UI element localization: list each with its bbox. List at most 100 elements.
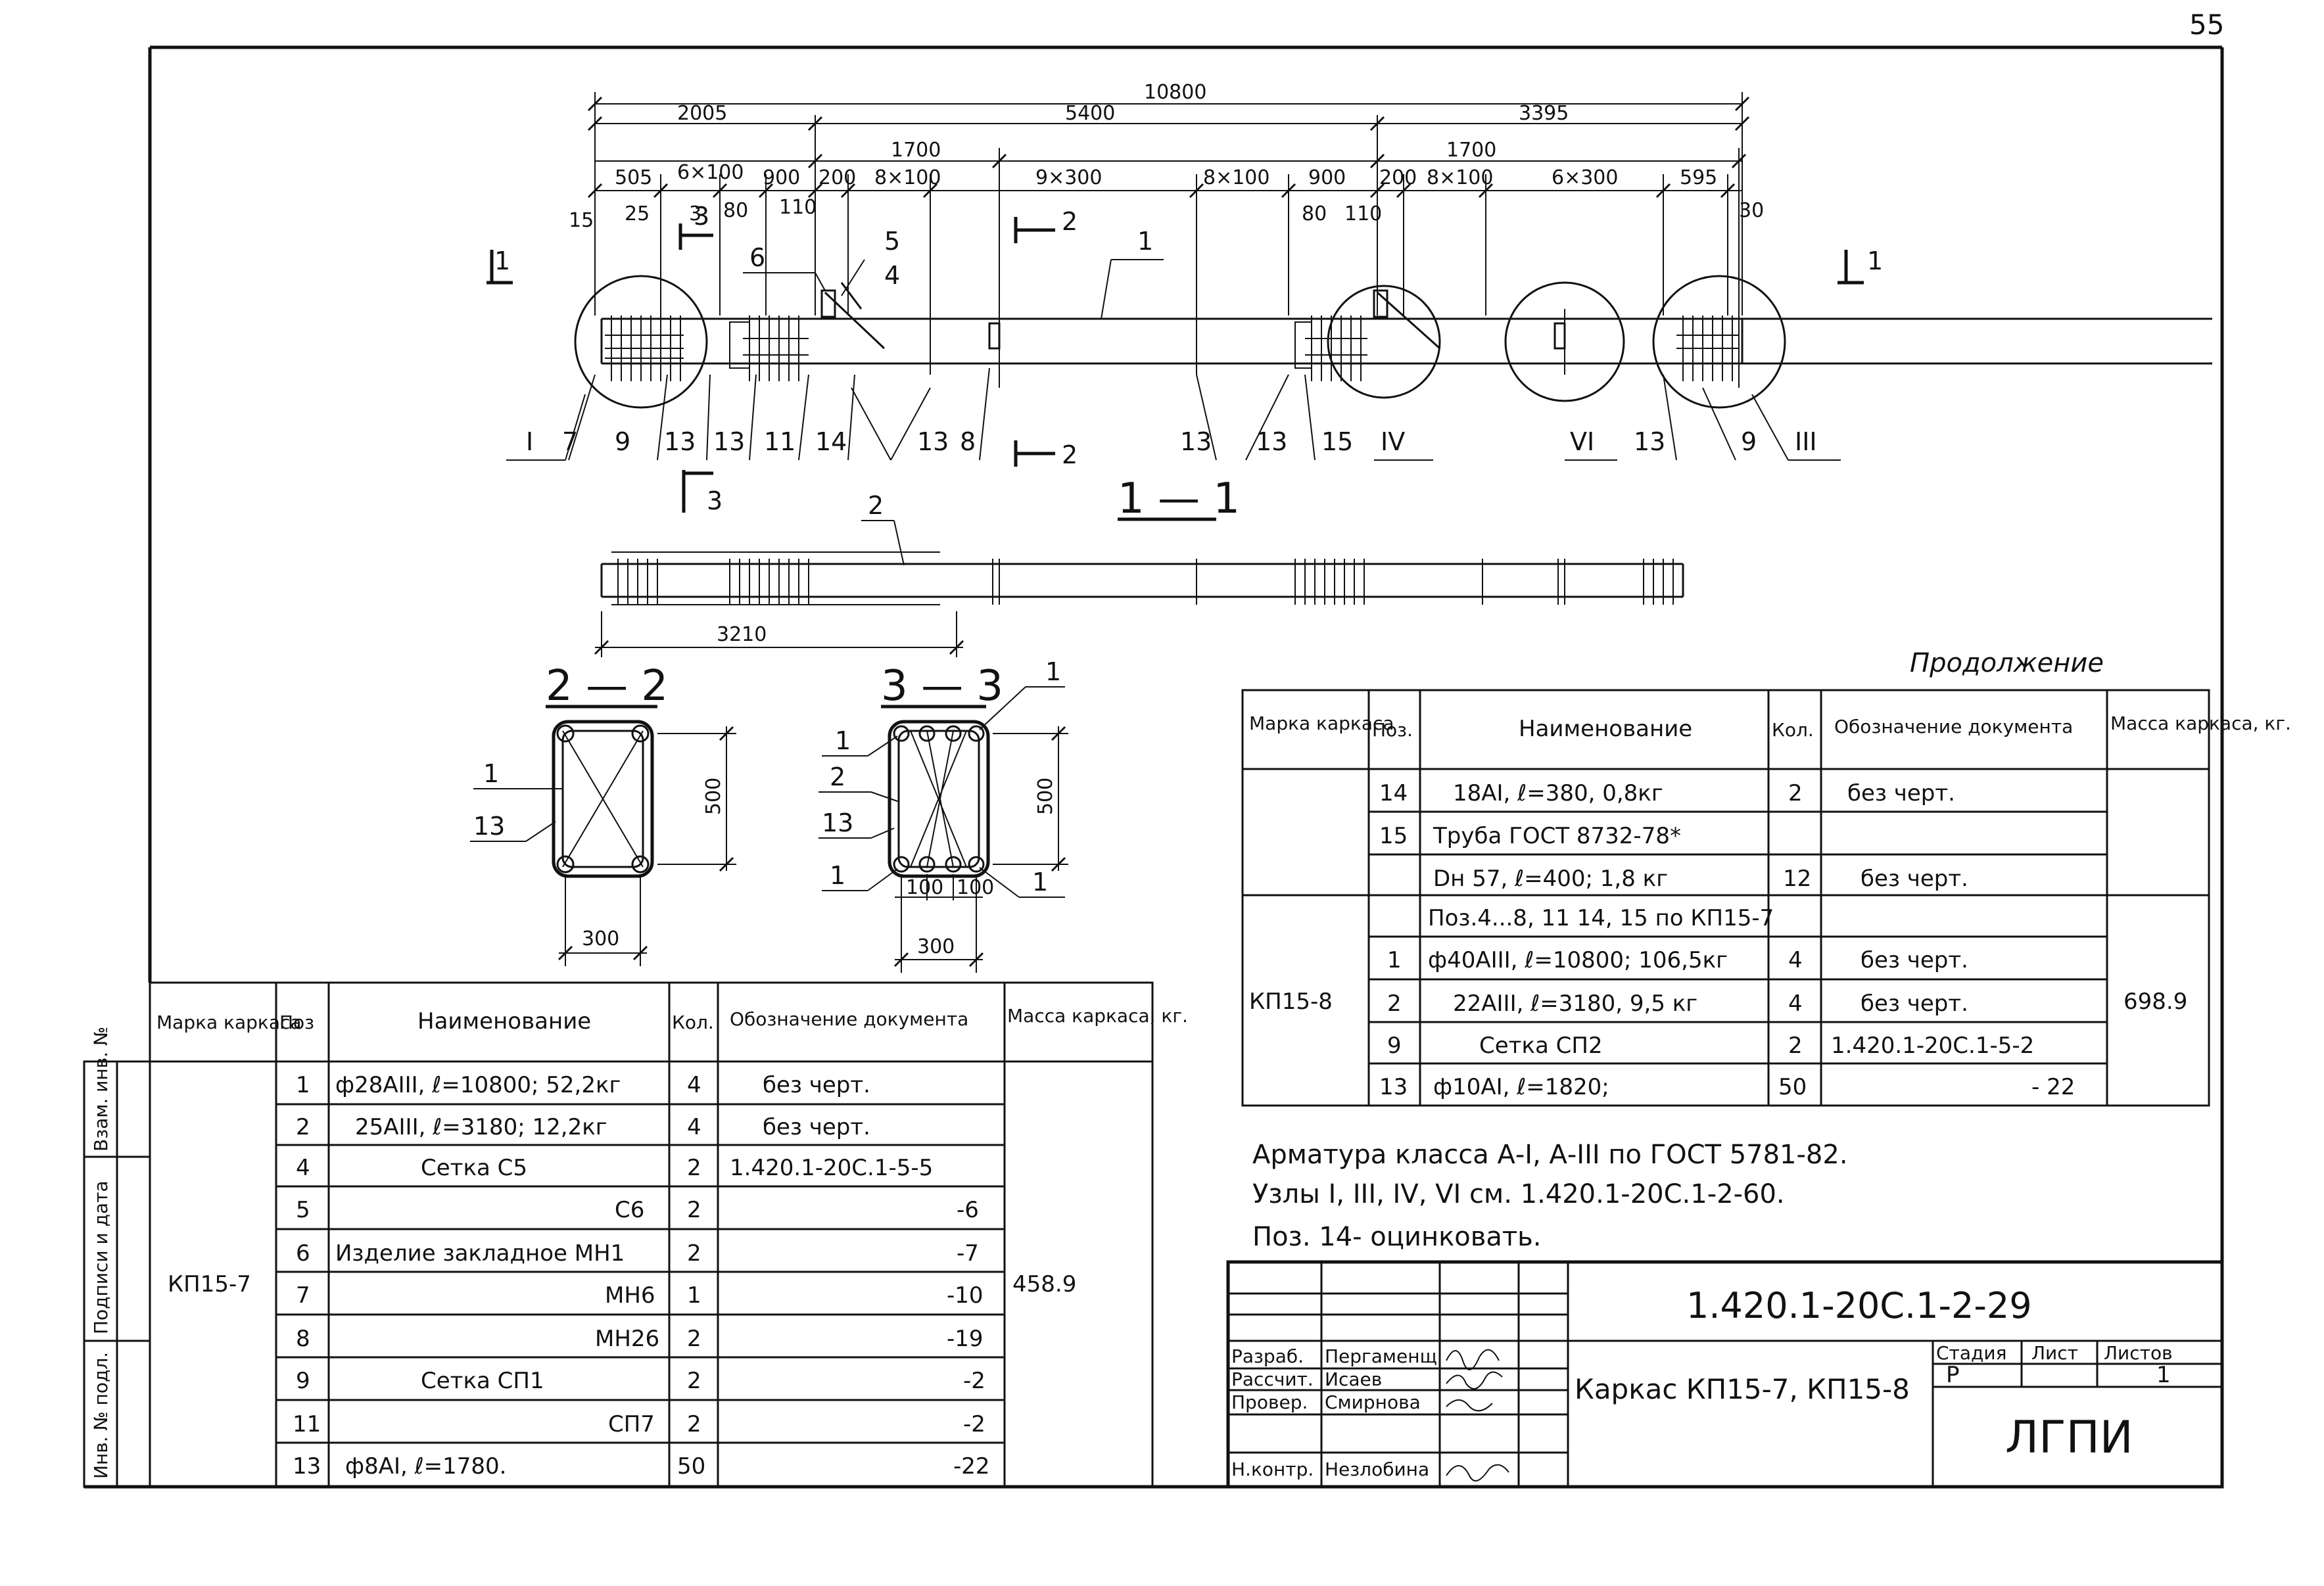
tl-row-10: 13 ф8АI, ℓ=1780. 50 -22 [293,1453,990,1480]
svg-text:3: 3 [707,486,723,515]
svg-text:- 22: - 22 [2031,1074,2075,1100]
callout-13e: 13 [1256,427,1287,456]
svg-text:Dн 57, ℓ=400; 1,8 кг: Dн 57, ℓ=400; 1,8 кг [1433,866,1668,892]
tr-row-4: Поз.4...8, 11 14, 15 по КП15-7 [1428,905,1774,931]
svg-text:2: 2 [1788,1033,1803,1059]
s33-callout-1-top-right: 1 [1045,657,1061,686]
dim-9x300: 9×300 [1035,166,1102,189]
node-label-IV: IV [1381,427,1405,456]
svg-text:-2: -2 [963,1368,985,1394]
section-marker-1-left: 1 [486,246,513,285]
side-stamp: Инв. № подл. Подписи и дата Взам. инв. № [83,1027,151,1488]
dim-6x100a: 6×100 [677,161,744,184]
tr-row-2: 15 Труба ГОСТ 8732-78* [1379,823,1681,849]
elevation-view: 10800 2005 5400 3395 1700 1700 505 6×100… [486,81,2212,515]
svg-text:без черт.: без черт. [763,1114,870,1140]
svg-text:2: 2 [1062,440,1078,469]
svg-text:ф10АI, ℓ=1820;: ф10АI, ℓ=1820; [1433,1074,1609,1100]
plan-callout-2: 2 [868,491,884,520]
tr-row-6: 2 22АIII, ℓ=3180, 9,5 кг 4 без черт. [1387,991,1968,1017]
mesh-cluster-middle [1294,315,1367,381]
tl-row-2: 2 25АIII, ℓ=3180; 12,2кг 4 без черт. [296,1114,870,1140]
svg-text:-2: -2 [963,1411,985,1437]
svg-text:9: 9 [296,1368,310,1394]
callout-5: 5 [884,227,900,256]
tr-row-8: 13 ф10АI, ℓ=1820; 50 - 22 [1379,1074,2075,1100]
dim-500-b: 500 [1034,778,1057,815]
dim-200b: 200 [1379,166,1417,189]
mesh-diagonal-4 [824,291,886,350]
tl-hdr-kol: Кол. [672,1012,714,1033]
section-marker-2-bottom: 2 [1014,440,1078,469]
svg-text:2: 2 [1062,207,1078,236]
tr-hdr-doc: Обозначение документа [1834,716,2073,737]
svg-text:13: 13 [293,1453,321,1480]
svg-text:ф28АIII, ℓ=10800; 52,2кг: ф28АIII, ℓ=10800; 52,2кг [335,1072,621,1098]
svg-text:8: 8 [296,1326,310,1352]
callout-13d: 13 [1180,427,1212,456]
svg-text:2: 2 [1788,780,1803,806]
section-marker-2-top: 2 [1014,207,1078,243]
tb-role-1: Разраб. [1231,1345,1304,1367]
tb-stadiya: Р [1946,1362,1960,1388]
svg-text:2: 2 [687,1368,701,1394]
tb-name-1: Пергаменщ [1325,1345,1437,1367]
tl-hdr-poz: Поз [279,1012,314,1033]
node-label-I: I [526,427,533,456]
signature-3 [1446,1399,1493,1412]
tr-row-1: 14 18АI, ℓ=380, 0,8кг 2 без черт. [1379,780,1955,806]
callout-1: 1 [1137,227,1153,256]
tb-name-3: Смирнова [1325,1391,1421,1413]
tl-row-5: 6 Изделие закладное МН1 2 -7 [296,1240,979,1267]
s22-callout-13: 13 [473,812,505,841]
tl-hdr-mass: Масса каркаса, кг. [1007,1005,1188,1027]
side-stamp-inv: Инв. № подл. [90,1352,112,1479]
svg-text:Сетка С5: Сетка С5 [421,1155,527,1181]
svg-text:13: 13 [1379,1074,1408,1100]
section-2-2: 2 — 2 500 300 1 13 [470,662,736,966]
dim-8x100c: 8×100 [1427,166,1493,189]
tr-hdr-poz: Поз. [1372,719,1413,741]
note-1: Арматура класса А-I, А-III по ГОСТ 5781-… [1252,1140,1848,1170]
dim-900b: 900 [1308,166,1346,189]
page-number: 55 [2189,9,2224,41]
section-title-2-2: 2 — 2 [546,662,668,711]
svg-text:2: 2 [687,1240,701,1267]
svg-text:7: 7 [296,1282,310,1309]
svg-text:без черт.: без черт. [1861,991,1968,1017]
node-circle-IV [1327,285,1441,399]
tb-name-4: Незлобина [1325,1458,1429,1480]
dim-300-b: 300 [917,935,955,958]
svg-text:4: 4 [1788,947,1803,973]
embedded-plate-right [1373,289,1388,318]
svg-text:Поз.4...8, 11 14, 15 по КП15-7: Поз.4...8, 11 14, 15 по КП15-7 [1428,905,1774,931]
tb-listov-label: Листов [2104,1342,2173,1364]
svg-text:2: 2 [687,1326,701,1352]
dim-15: 15 [569,209,594,232]
tl-row-4: 5 С6 2 -6 [296,1197,979,1223]
svg-text:2: 2 [687,1411,701,1437]
dim-6x300: 6×300 [1552,166,1618,189]
svg-text:-6: -6 [957,1197,979,1223]
note-2: Узлы I, III, IV, VI см. 1.420.1-20С.1-2-… [1252,1179,1785,1209]
svg-text:Сетка СП1: Сетка СП1 [421,1368,544,1394]
tb-doc-code: 1.420.1-20С.1-2-29 [1686,1285,2032,1326]
dim-3-small: 3 [689,202,701,225]
tr-row-5: 1 ф40АIII, ℓ=10800; 106,5кг 4 без черт. [1387,947,1968,973]
section-title-3-3: 3 — 3 [881,662,1003,711]
dim-30: 30 [1739,199,1764,222]
dim-80b: 80 [1302,202,1327,225]
tb-name-2: Исаев [1325,1368,1382,1390]
svg-text:-7: -7 [957,1240,979,1267]
section-marker-3-top: 3 [678,202,713,250]
callout-13c: 13 [917,427,949,456]
node-circle-VI [1504,281,1625,402]
svg-text:С6: С6 [615,1197,644,1223]
svg-text:ф8АI, ℓ=1780.: ф8АI, ℓ=1780. [345,1453,506,1480]
svg-text:Труба ГОСТ 8732-78*: Труба ГОСТ 8732-78* [1433,823,1681,849]
tl-row-3: 4 Сетка С5 2 1.420.1-20С.1-5-5 [296,1155,933,1181]
svg-text:без черт.: без черт. [1861,947,1968,973]
svg-text:4: 4 [1788,991,1803,1017]
dim-8x100b: 8×100 [1203,166,1269,189]
